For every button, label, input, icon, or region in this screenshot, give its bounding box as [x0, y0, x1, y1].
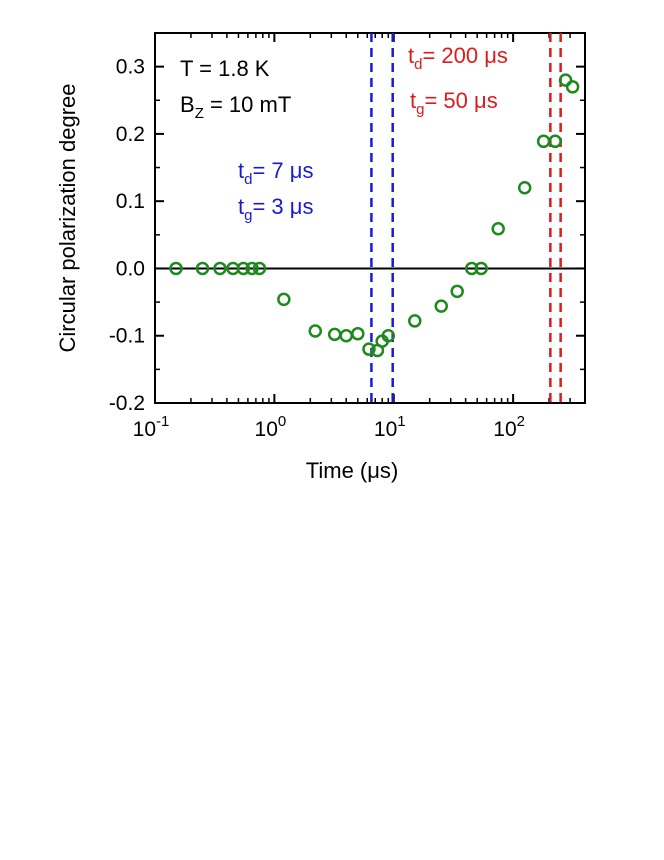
data-point: [517, 180, 532, 195]
red-gate-annotation: tg= 50 μs: [410, 88, 498, 118]
data-point: [339, 328, 353, 343]
y-tick-label: -0.1: [109, 325, 145, 348]
y-tick-label: 0.3: [116, 56, 145, 79]
data-point: [327, 327, 342, 342]
data-point: [474, 261, 488, 276]
data-point: [565, 80, 580, 94]
data-point: [450, 284, 464, 299]
x-tick-label: 102: [493, 413, 525, 441]
data-point: [277, 292, 291, 307]
data-point: [308, 324, 323, 338]
data-point: [252, 261, 267, 276]
data-point: [548, 134, 562, 149]
data-point: [434, 299, 449, 313]
data-point: [536, 134, 551, 149]
data-point: [381, 328, 396, 343]
data-point: [236, 261, 251, 276]
data-points: [169, 73, 580, 358]
blue-gate-annotation: tg= 3 μs: [238, 194, 313, 224]
data-point: [362, 342, 376, 356]
red-delay-annotation: td= 200 μs: [408, 43, 508, 73]
y-tick-label: 0.2: [116, 123, 145, 146]
data-point: [195, 261, 210, 276]
marker-lines: [370, 33, 562, 403]
field-annotation: BZ = 10 mT: [180, 92, 291, 122]
data-point: [491, 222, 505, 236]
y-axis-title: Circular polarization degree: [55, 83, 80, 352]
temperature-annotation: T = 1.8 K: [180, 56, 270, 81]
x-axis-title: Time (μs): [306, 458, 399, 483]
x-tick-label: 10-1: [133, 413, 170, 441]
data-point: [558, 73, 573, 87]
data-point: [245, 261, 259, 276]
x-tick-label: 100: [255, 413, 287, 441]
y-tick-label: 0.1: [116, 190, 145, 213]
blue-delay-annotation: td= 7 μs: [238, 158, 313, 188]
data-point: [169, 261, 183, 276]
plot-frame: [154, 32, 586, 404]
x-tick-label: 101: [374, 413, 406, 441]
data-point: [408, 314, 422, 328]
data-point: [464, 261, 479, 276]
data-point: [213, 261, 227, 276]
data-point: [351, 326, 365, 341]
y-tick-label: 0.0: [116, 257, 145, 280]
y-tick-label: -0.2: [109, 392, 145, 415]
